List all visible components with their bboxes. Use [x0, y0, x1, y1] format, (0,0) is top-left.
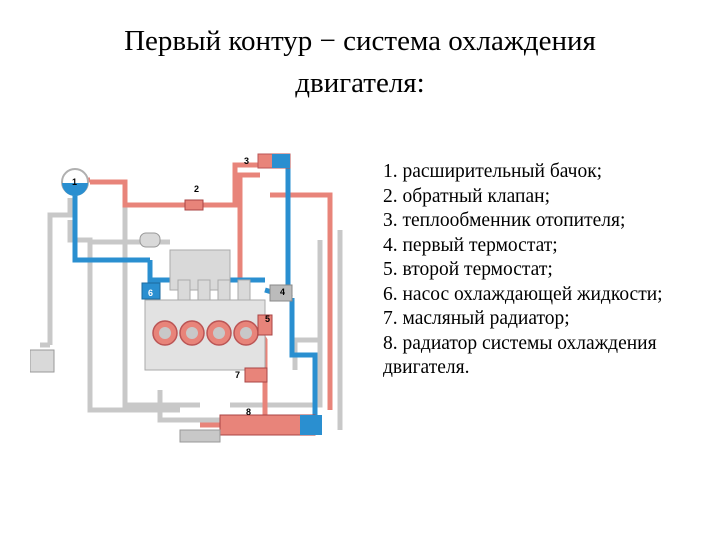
legend-item-7: 7. масляный радиатор;: [383, 308, 570, 329]
legend-item-4: 4. первый термостат;: [383, 234, 558, 256]
oil-cooler: [244, 367, 268, 383]
legend-item-5: 5. второй термостат;: [383, 259, 553, 280]
second-thermostat: [257, 314, 273, 336]
expansion-tank-coolant: [62, 183, 88, 196]
legend-item-6: 6. насос охлаждающей жидкости;: [383, 283, 663, 305]
first-thermostat: [269, 284, 293, 302]
title-line-2: двигателя:: [295, 67, 425, 99]
marker-2: 2: [194, 184, 199, 194]
slide-title: Первый контур − система охлаждения двига…: [40, 20, 680, 104]
component-legend: 1. расширительный бачок; 2. обратный кла…: [383, 160, 713, 381]
heater-core-cold: [272, 154, 290, 168]
legend-item-3: 3. теплообменник отопителя;: [383, 210, 626, 231]
side-reservoir: [30, 349, 55, 373]
marker-5: 5: [265, 314, 270, 324]
marker-8: 8: [246, 407, 251, 417]
diagram-markers: 1 2 3 4 5 6 7 8: [72, 156, 285, 417]
legend-item-1: 1. расширительный бачок;: [383, 161, 603, 182]
marker-4: 4: [280, 287, 285, 297]
marker-1: 1: [72, 177, 77, 187]
throttle-body: [139, 232, 161, 248]
pistons: [159, 327, 252, 339]
marker-7: 7: [235, 370, 240, 380]
legend-item-8: 8. радиатор системы охлаждения двигателя…: [383, 332, 657, 379]
coolant-pump: [141, 282, 161, 300]
marker-3: 3: [244, 156, 249, 166]
fan-housing: [179, 429, 221, 443]
marker-6: 6: [148, 288, 153, 298]
check-valve: [184, 199, 204, 211]
neutral-pipes: [40, 198, 343, 430]
radiator-cold-side: [300, 415, 322, 435]
title-line-1: Первый контур − система охлаждения: [124, 25, 596, 57]
cooling-system-diagram: 1 2 3 4 5 6 7 8: [30, 153, 343, 443]
legend-item-2: 2. обратный клапан;: [383, 185, 550, 207]
